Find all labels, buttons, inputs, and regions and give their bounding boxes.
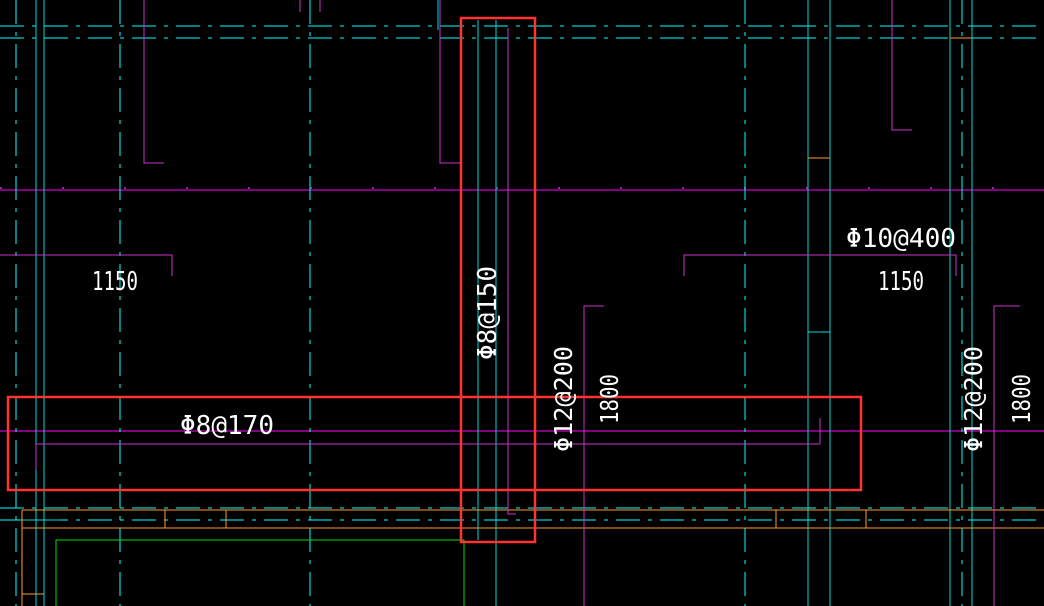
- wall-lines-orange: [21, 37, 1044, 606]
- dim-label-mid: 1800: [595, 374, 624, 424]
- axis-lines: [0, 187, 1044, 432]
- rebar-lines: [0, 0, 1020, 606]
- rebar-label-mid: Φ12@200: [549, 346, 578, 452]
- rebar-label-top-right: Φ10@400: [846, 224, 956, 254]
- rebar-label-far-right: Φ12@200: [959, 346, 988, 452]
- dim-label-far-right: 1800: [1007, 374, 1036, 424]
- dim-label-left: 1150: [92, 267, 138, 297]
- rebar-label-horizontal: Φ8@170: [180, 411, 274, 441]
- horizontal-rebar-highlight: [6, 395, 863, 492]
- dim-label-right: 1150: [878, 267, 924, 297]
- rebar-label-vertical: Φ8@150: [473, 266, 503, 360]
- vertical-rebar-highlight: [459, 16, 537, 544]
- wall-lines-cyan: [20, 0, 973, 606]
- highlight-boxes: [6, 16, 863, 544]
- slab-lines-green: [55, 539, 465, 606]
